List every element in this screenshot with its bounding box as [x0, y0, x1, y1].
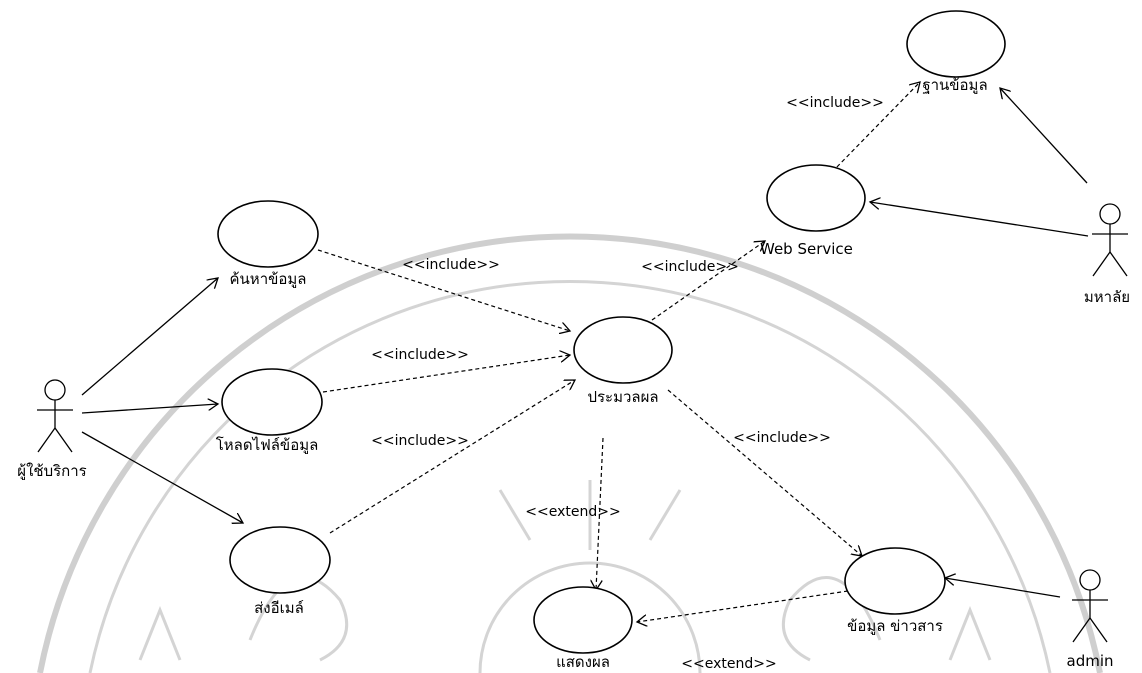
assoc-user-upload [81, 404, 218, 414]
use-case-search [217, 200, 319, 268]
label-process: ประมวลผล [587, 388, 658, 406]
stereotype-include-webservice-database: <<include>> [786, 95, 884, 111]
include-process-news [667, 389, 862, 556]
stereotype-include-email-process: <<include>> [371, 433, 469, 449]
label-send-email: ส่งอีเมล์ [254, 599, 304, 617]
use-case-send-email [229, 526, 331, 594]
stereotype-include-process-webservice: <<include>> [641, 259, 739, 275]
stereotype-include-search-process: <<include>> [402, 257, 500, 273]
stereotype-extend-news-display: <<extend>> [681, 656, 776, 672]
use-case-display [533, 586, 633, 654]
assoc-user-search [81, 278, 218, 396]
label-actor-user: ผู้ใช้บริการ [17, 462, 86, 480]
assoc-user-email [81, 431, 243, 523]
label-actor-admin: admin [1067, 652, 1114, 670]
use-case-process [573, 316, 673, 384]
dependencies [317, 82, 920, 622]
actor-user-figure [37, 379, 73, 453]
actor-admin-figure [1072, 569, 1108, 643]
label-actor-university: มหาลัย [1084, 288, 1130, 306]
use-case-upload [221, 368, 323, 436]
use-case-news [844, 547, 946, 615]
associations [81, 88, 1089, 598]
assoc-university-webservice [870, 202, 1089, 237]
use-case-database [906, 10, 1006, 78]
actor-university-figure [1092, 203, 1128, 277]
assoc-admin-news [945, 578, 1061, 598]
label-upload: โหลดไฟล์ข้อมูล [216, 436, 319, 454]
label-display: แสดงผล [556, 653, 610, 671]
label-database: ฐานข้อมูล [922, 76, 987, 94]
extend-news-display [637, 590, 849, 622]
stereotype-include-upload-process: <<include>> [371, 347, 469, 363]
include-search-process [317, 249, 570, 331]
stereotype-include-process-news: <<include>> [733, 430, 831, 446]
label-search: ค้นหาข้อมูล [230, 270, 307, 288]
label-web-service: Web Service [760, 240, 853, 258]
include-process-webservice [651, 241, 765, 321]
watermark-seal [37, 233, 1103, 673]
include-email-process [329, 380, 575, 534]
label-news: ข้อมูล ข่าวสาร [847, 617, 943, 635]
stereotype-extend-display-process: <<extend>> [525, 504, 620, 520]
extend-display-process [596, 437, 604, 590]
use-cases [217, 10, 1006, 654]
use-case-web-service [766, 164, 866, 232]
assoc-university-database [1000, 88, 1088, 184]
